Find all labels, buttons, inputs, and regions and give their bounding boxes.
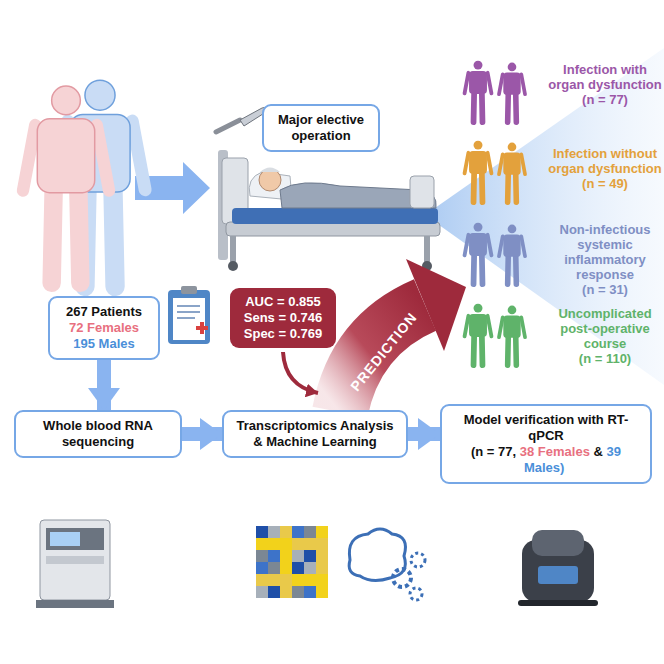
clipboard-icon — [168, 286, 210, 344]
label-text: (n = 110) — [579, 351, 631, 366]
label-text: (n = 49) — [582, 176, 628, 191]
outcome-label: (n = 31) — [548, 282, 662, 297]
prediction-arrow — [340, 259, 466, 412]
person-figure — [499, 63, 525, 123]
process-box: Model verification with RT-qPCR(n = 77, 3… — [440, 404, 652, 484]
label-text: (n = 77) — [582, 92, 628, 107]
pointer-arrow — [283, 352, 318, 393]
label-text: Non-infectious systemic inflammatory res… — [560, 222, 651, 282]
cohort-box: 267 Patients72 Females195 Males — [48, 296, 160, 360]
flow-arrow — [97, 360, 111, 410]
node-text: 38 Females — [520, 444, 590, 459]
hospital-bed — [218, 150, 440, 271]
person-figure — [465, 141, 492, 202]
node-text: 72 Females — [58, 320, 150, 336]
person-figure — [499, 225, 525, 285]
flow-arrow — [408, 427, 440, 441]
outcome-label: Infection without organ dysfunction — [548, 146, 662, 176]
person-figure — [499, 306, 525, 366]
flow-arrow — [182, 427, 222, 441]
node-text: 195 Males — [58, 336, 150, 352]
node-text: Whole blood RNA sequencing — [24, 418, 172, 450]
brain-gears-icon — [349, 529, 425, 600]
node-text: Major elective operation — [272, 112, 370, 144]
node-text: Spec = 0.769 — [238, 326, 328, 342]
node-text: Sens = 0.746 — [238, 310, 328, 326]
node-text: & — [594, 444, 603, 459]
node-text: AUC = 0.855 — [238, 294, 328, 310]
sequencer-icon — [36, 520, 114, 608]
node-text: Transcriptomics Analysis & Machine Learn… — [232, 418, 398, 450]
person-figure — [465, 61, 492, 122]
person-figure — [23, 86, 109, 283]
person-figure — [465, 223, 492, 284]
label-text: Infection with organ dysfunction — [548, 62, 661, 92]
outcome-label: Infection with organ dysfunction — [548, 62, 662, 92]
metrics-box: AUC = 0.855Sens = 0.746Spec = 0.769 — [230, 288, 336, 348]
label-text: Infection without organ dysfunction — [548, 146, 661, 176]
label-text: (n = 31) — [582, 282, 628, 297]
outcome-label: Non-infectious systemic inflammatory res… — [548, 222, 662, 282]
process-box: Whole blood RNA sequencing — [14, 410, 182, 458]
projection-beam — [425, 48, 664, 385]
person-figure — [465, 304, 492, 365]
process-box: Major elective operation — [262, 104, 380, 152]
scalpel-icon — [216, 108, 267, 133]
node-text: (n = 77, — [471, 444, 516, 459]
person-figure — [499, 143, 525, 203]
label-text: Uncomplicated post-operative course — [558, 306, 651, 351]
outcome-label: (n = 110) — [548, 351, 662, 366]
outcome-label: Uncomplicated post-operative course — [548, 306, 662, 351]
outcome-label: (n = 77) — [548, 92, 662, 107]
qpcr-machine-icon — [518, 530, 598, 606]
outcome-label: (n = 49) — [548, 176, 662, 191]
heatmap-icon — [256, 526, 328, 598]
process-box: Transcriptomics Analysis & Machine Learn… — [222, 410, 408, 458]
node-text: 267 Patients — [58, 304, 150, 320]
node-text: Model verification with RT-qPCR — [450, 412, 642, 444]
